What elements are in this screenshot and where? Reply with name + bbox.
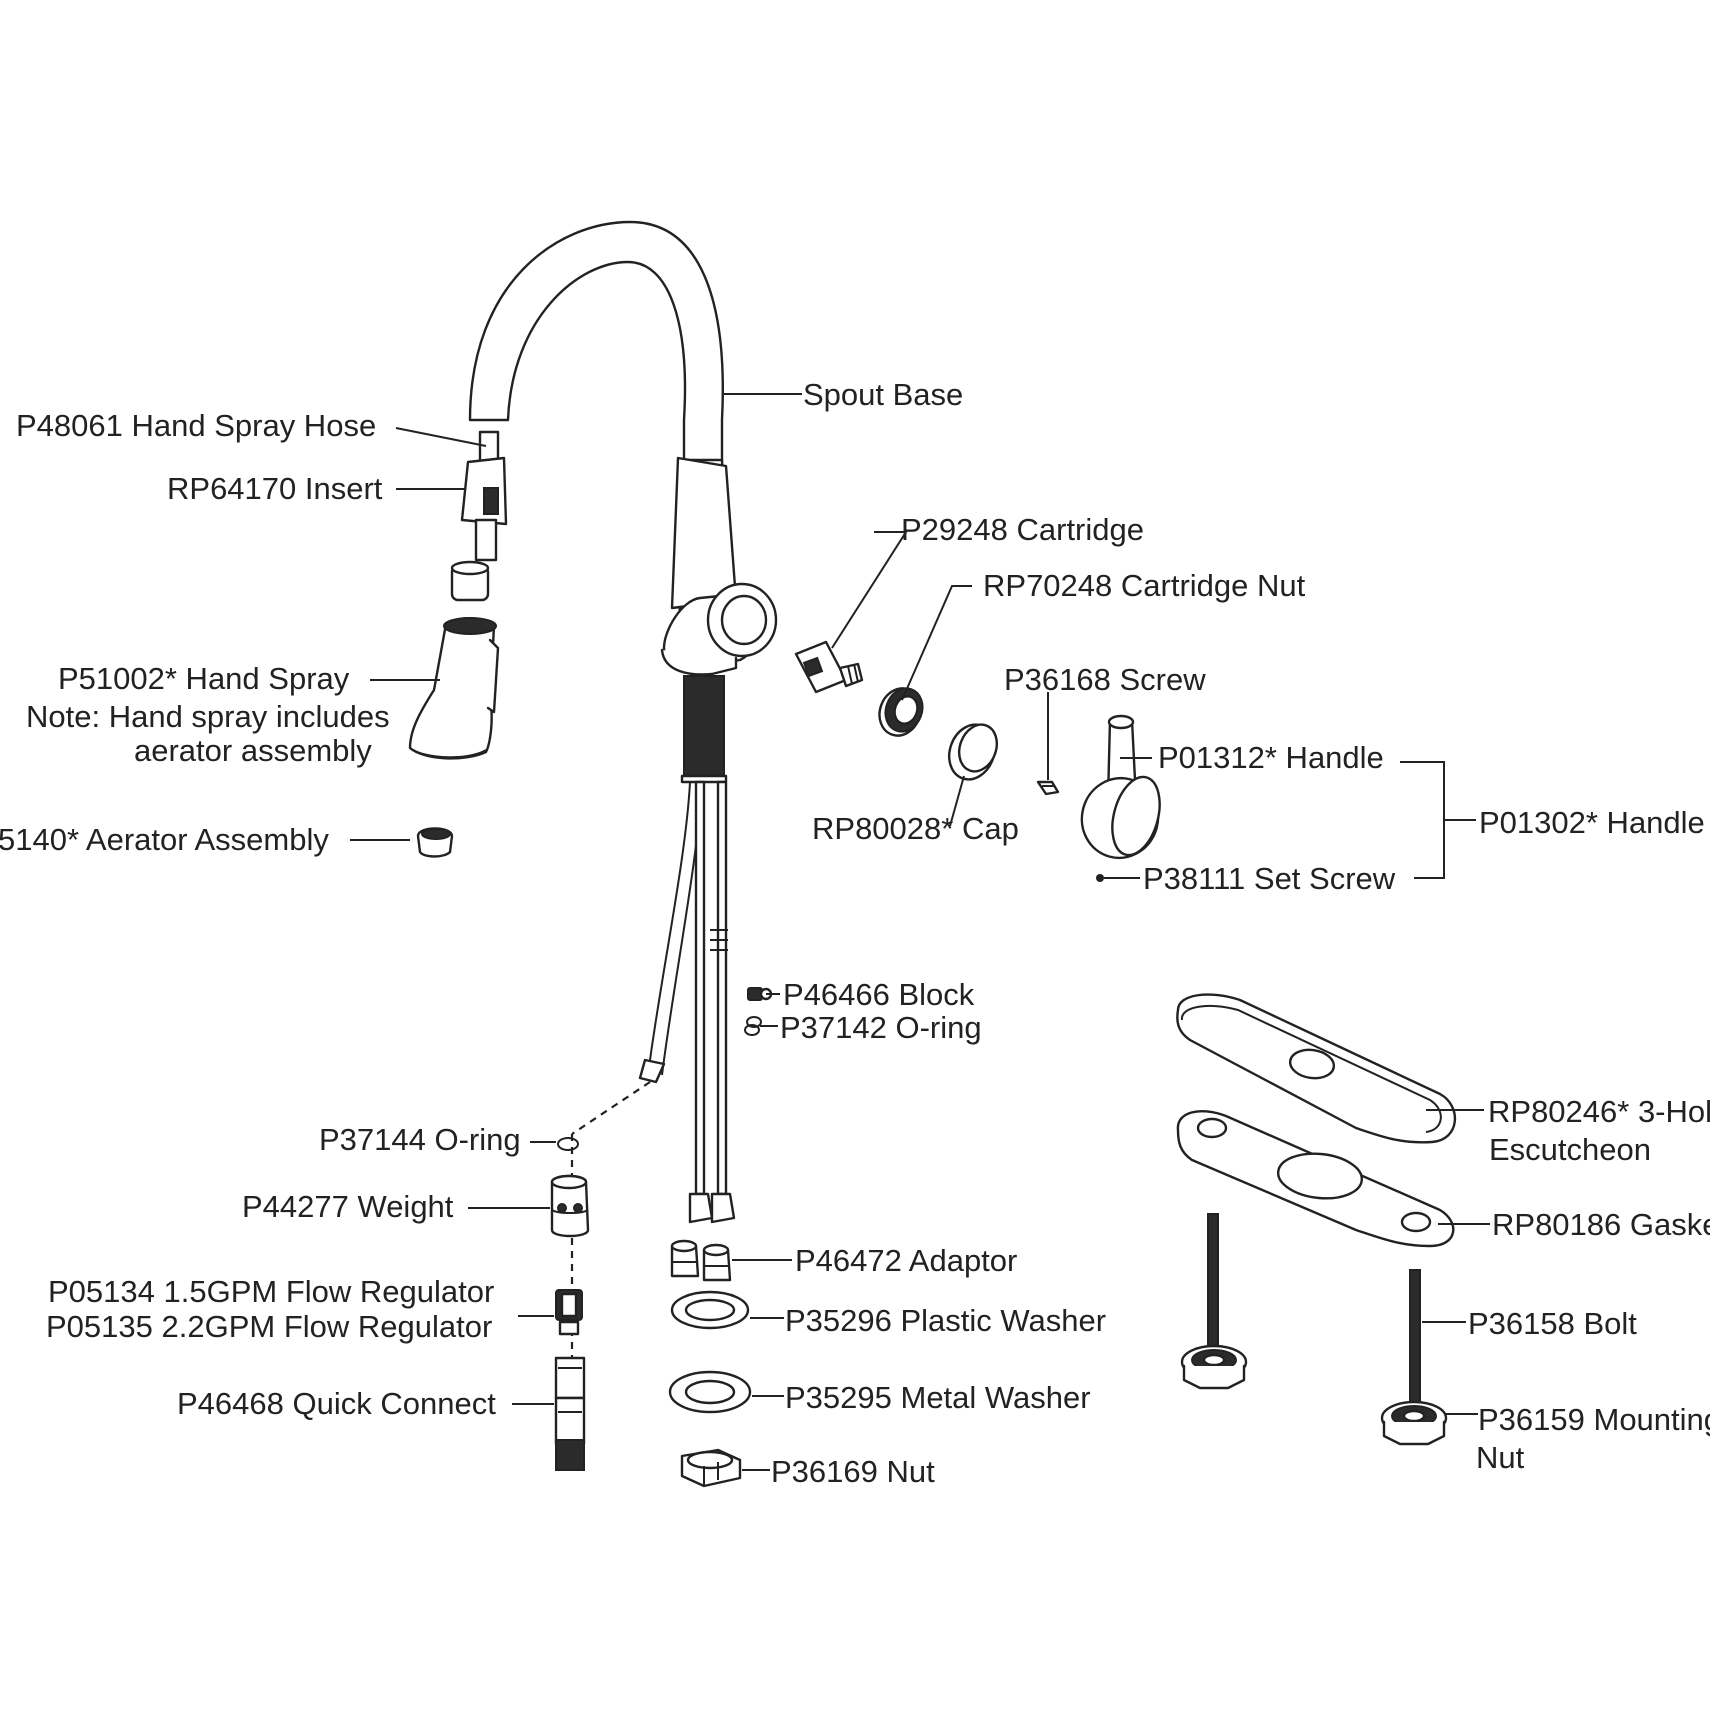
label-hand-spray: P51002* Hand Spray [58,661,350,696]
metal-washer-part [668,1370,752,1414]
label-bolt: P36158 Bolt [1468,1306,1637,1341]
mounting-nut-left-part [1180,1344,1248,1390]
part-labels: Spout Base P48061 Hand Spray Hose RP6417… [0,377,1710,1489]
label-flow-regulator-22: P05135 2.2GPM Flow Regulator [46,1309,492,1344]
escutcheon-part [1176,993,1456,1144]
bolt-left-part [1207,1213,1219,1357]
cartridge-part [794,640,864,694]
spray-connector-part [450,560,490,602]
label-o-ring-hose: P37144 O-ring [319,1122,521,1157]
label-o-ring-block: P37142 O-ring [780,1010,982,1045]
aerator-assembly-part [416,827,454,858]
adaptor-part [670,1239,732,1282]
plastic-washer-part [670,1290,750,1330]
label-gasket: RP80186 Gaske [1492,1207,1710,1242]
label-weight: P44277 Weight [242,1189,454,1224]
mounting-nut-right-part [1380,1400,1448,1446]
label-cartridge: P29248 Cartridge [901,512,1144,547]
quick-connect-part [554,1356,586,1471]
o-ring-block-part [744,1016,762,1036]
cap-part [948,723,999,781]
label-cartridge-nut: RP70248 Cartridge Nut [983,568,1306,603]
label-hand-spray-note-2: aerator assembly [134,733,372,768]
leader-lines [350,393,1490,1471]
gasket-part [1176,1109,1455,1248]
label-flow-regulator-15: P05134 1.5GPM Flow Regulator [48,1274,494,1309]
label-metal-washer: P35295 Metal Washer [785,1380,1091,1415]
label-plastic-washer: P35296 Plastic Washer [785,1303,1106,1338]
nut-part [680,1448,742,1488]
label-handle-assembly: P01302* Handle [1479,805,1705,840]
label-hand-spray-note-1: Note: Hand spray includes [26,699,390,734]
label-block: P46466 Block [783,977,975,1012]
hand-spray-part [408,617,500,760]
label-mounting-nut-2: Nut [1476,1440,1525,1475]
supply-lines-part [570,780,736,1470]
bolt-right-part [1409,1269,1421,1413]
label-insert: RP64170 Insert [167,471,383,506]
label-aerator-assembly: 5140* Aerator Assembly [0,822,329,857]
set-screw-part [1096,874,1104,882]
cartridge-nut-part [878,687,924,737]
label-set-screw: P38111 Set Screw [1143,861,1396,896]
label-spout-base: Spout Base [803,377,963,412]
label-quick-connect: P46468 Quick Connect [177,1386,496,1421]
label-mounting-nut-1: P36159 Mounting [1478,1402,1710,1437]
label-nut: P36169 Nut [771,1454,935,1489]
o-ring-hose-part [557,1137,579,1151]
label-adaptor: P46472 Adaptor [795,1243,1017,1278]
weight-part [550,1174,590,1238]
screw-part [1036,780,1060,796]
insert-part [460,456,508,562]
label-screw: P36168 Screw [1004,662,1206,697]
label-escutcheon-2: Escutcheon [1489,1132,1651,1167]
label-cap: RP80028* Cap [812,811,1019,846]
label-hand-spray-hose: P48061 Hand Spray Hose [16,408,376,443]
handle-part [1080,714,1161,860]
flow-regulator-part [555,1289,583,1336]
faucet-body-part [660,456,778,784]
label-handle: P01312* Handle [1158,740,1384,775]
label-escutcheon-1: RP80246* 3-Hol [1488,1094,1710,1129]
